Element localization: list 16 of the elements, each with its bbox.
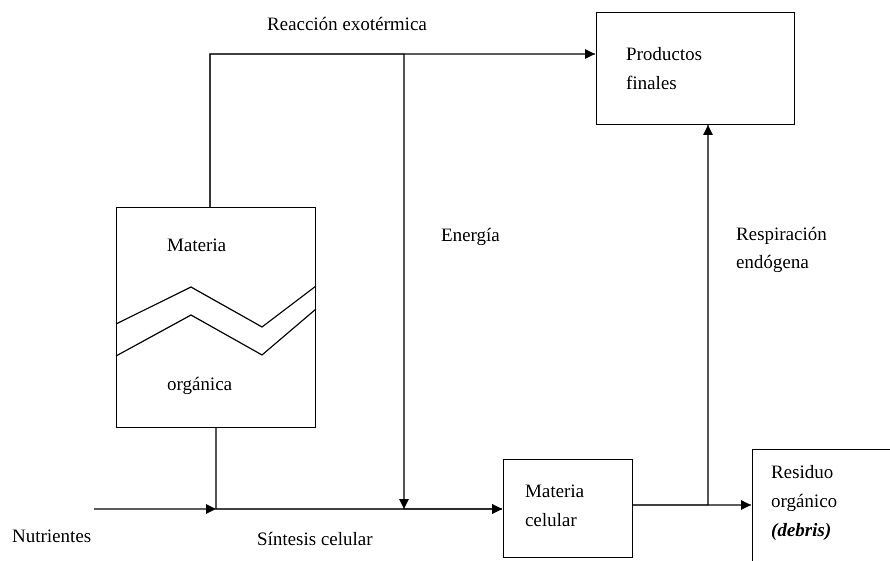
process-box (596, 12, 795, 125)
edge-label: Reacción exotérmica (267, 13, 428, 37)
arrow (94, 504, 502, 514)
node-text: Materia (167, 234, 228, 258)
node-text: Residuo orgánico (debris) (771, 461, 838, 543)
node-text: Productos finales (626, 43, 703, 96)
edge-label: Energía (441, 224, 501, 248)
process-box (503, 459, 633, 558)
arrow (633, 125, 713, 506)
process-box (752, 449, 890, 561)
edge-label: Síntesis celular (257, 528, 374, 552)
node-text: orgánica (167, 373, 234, 397)
input-label: Nutrientes (12, 525, 92, 549)
process-box (116, 207, 316, 428)
edge-label: Respiración endógena (736, 223, 828, 275)
node-text: Materia celular (525, 480, 586, 533)
